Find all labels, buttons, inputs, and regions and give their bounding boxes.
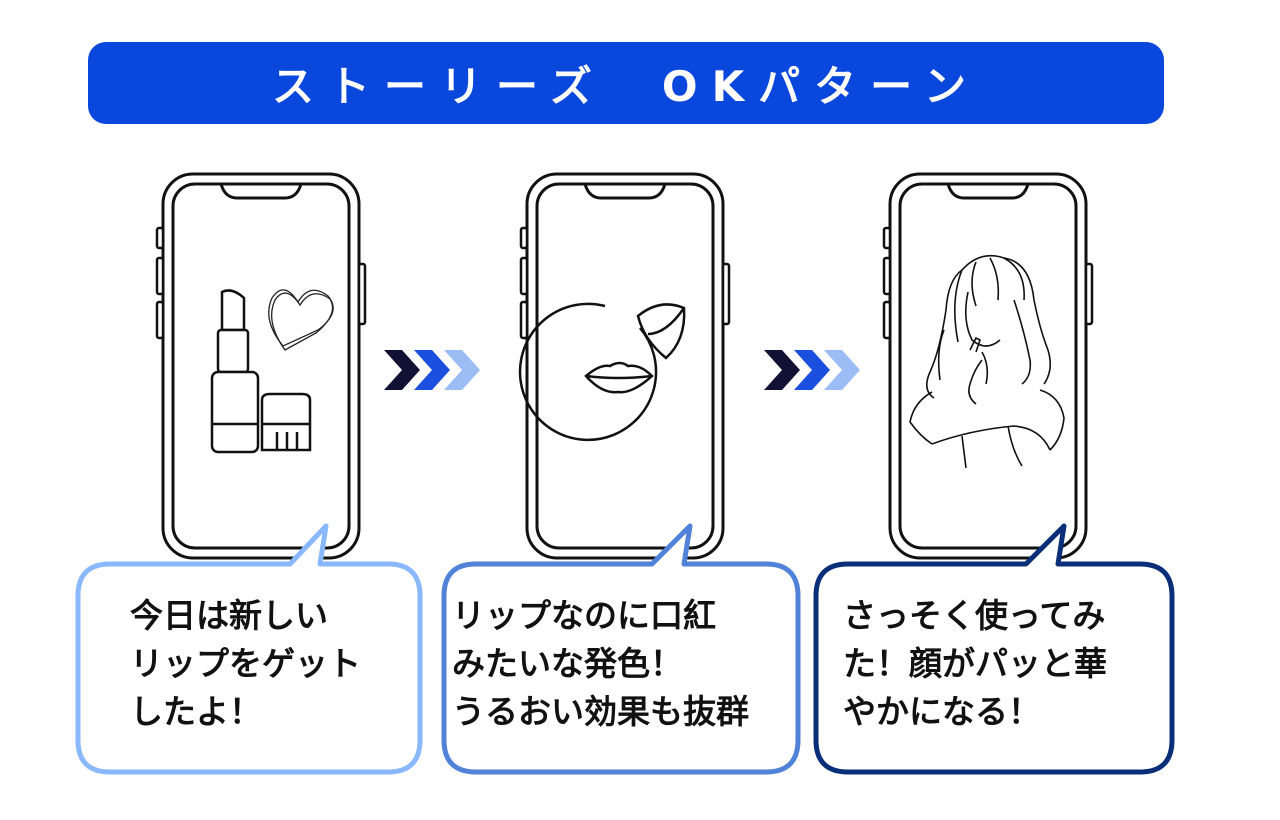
caption-2: リップなのに口紅 みたいな発色！ うるおい効果も抜群 bbox=[452, 596, 749, 731]
lipstick-icon bbox=[210, 289, 312, 454]
caption-3: さっそく使ってみ た！顔がパッと華 やかになる！ bbox=[843, 596, 1107, 731]
arrow-icon-1 bbox=[384, 350, 480, 390]
speech-bubble-3 bbox=[813, 523, 1175, 775]
phone-3 bbox=[882, 172, 1094, 560]
arrow-icon-2 bbox=[764, 350, 860, 390]
phone-2 bbox=[519, 172, 731, 560]
speech-bubble-2 bbox=[441, 523, 801, 775]
heart-icon bbox=[268, 289, 334, 351]
phone-1 bbox=[155, 172, 367, 560]
lips-icon bbox=[518, 302, 686, 442]
title-banner: ストーリーズ OKパターン bbox=[88, 42, 1164, 124]
woman-illustration bbox=[909, 254, 1065, 469]
speech-bubble-1 bbox=[75, 523, 423, 775]
title-text: ストーリーズ OKパターン bbox=[271, 61, 981, 111]
caption-1: 今日は新しい リップをゲット したよ！ bbox=[130, 596, 361, 731]
